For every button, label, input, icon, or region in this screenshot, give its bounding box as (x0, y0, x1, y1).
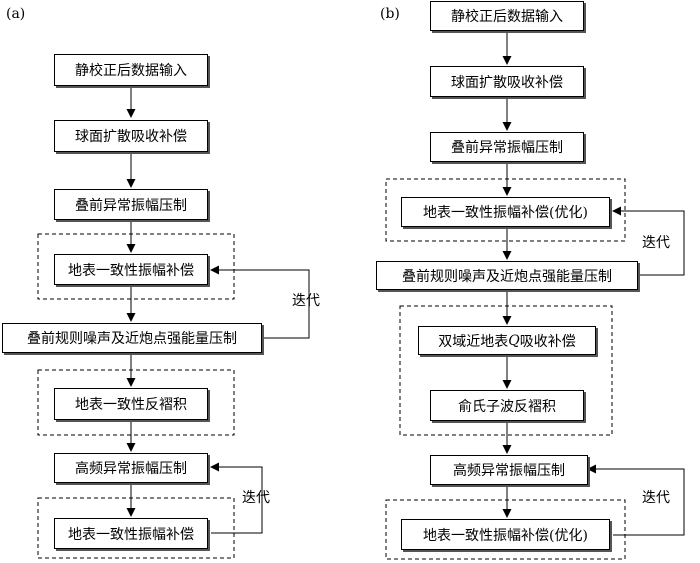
step-a-spherical-compensation: 球面扩散吸收补偿 (54, 120, 208, 152)
q-step-text-after: 吸收补偿 (519, 333, 576, 350)
step-a-data-input: 静校正后数据输入 (54, 54, 208, 86)
step-a-prestack-amplitude-suppression: 叠前异常振幅压制 (54, 189, 208, 220)
step-b-spherical-compensation: 球面扩散吸收补偿 (430, 66, 584, 97)
dashed-group-b-3 (385, 499, 626, 560)
step-a-surface-deconvolution: 地表一致性反褶积 (54, 388, 208, 420)
panel-label-a: (a) (6, 6, 26, 22)
step-a-noise-suppression: 叠前规则噪声及近炮点强能量压制 (2, 323, 262, 353)
loop-label-b-1: 迭代 (642, 235, 670, 251)
loop-label-b-2: 迭代 (642, 490, 670, 506)
dashed-group-b-2 (399, 305, 613, 436)
step-b-surface-amplitude-compensation-optimized: 地表一致性振幅补偿(优化) (401, 197, 610, 227)
step-b-yu-wavelet-deconvolution: 俞氏子波反褶积 (430, 390, 584, 421)
step-a-surface-amplitude-compensation-2: 地表一致性振幅补偿 (54, 518, 208, 549)
q-step-symbol: Q (508, 332, 520, 349)
loop-line-a-2 (210, 462, 263, 534)
panel-label-b: (b) (380, 6, 400, 22)
dashed-group-a-3 (37, 497, 235, 559)
dashed-group-a-2 (37, 369, 235, 436)
loop-line-b-2 (587, 464, 685, 536)
step-b-surface-amplitude-compensation-optimized-2: 地表一致性振幅补偿(优化) (401, 519, 610, 550)
loop-line-a-1 (210, 265, 310, 339)
q-step-text-before: 双域近地表 (438, 333, 509, 350)
step-b-prestack-amplitude-suppression: 叠前异常振幅压制 (430, 132, 584, 162)
step-b-noise-suppression: 叠前规则噪声及近炮点强能量压制 (376, 261, 638, 290)
dashed-group-b-1 (385, 178, 626, 242)
loop-line-b-1 (612, 206, 685, 276)
step-a-high-frequency-suppression: 高频异常振幅压制 (54, 453, 208, 483)
step-b-data-input: 静校正后数据输入 (430, 1, 584, 31)
step-a-surface-amplitude-compensation: 地表一致性振幅补偿 (54, 254, 208, 285)
loop-label-a-2: 迭代 (242, 490, 270, 506)
dashed-group-a-1 (37, 233, 235, 300)
step-b-high-frequency-suppression: 高频异常振幅压制 (430, 455, 588, 485)
loop-label-a-1: 迭代 (292, 293, 320, 309)
